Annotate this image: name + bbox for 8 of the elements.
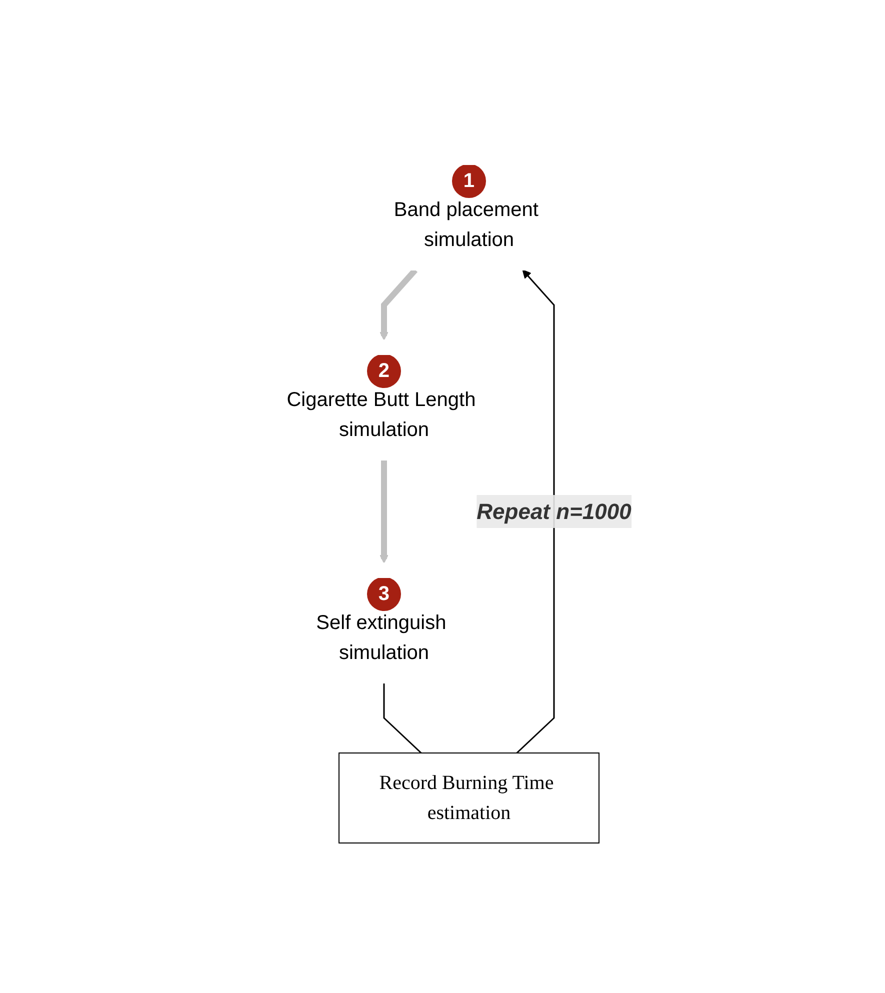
- arrow: [516, 270, 555, 754]
- node-text: 1 Band placement simulation: [394, 170, 538, 251]
- arrow: [379, 460, 388, 564]
- connector: [383, 683, 422, 754]
- node-box: [338, 752, 600, 844]
- node-text: 3 Self extinguish simulation: [316, 582, 446, 664]
- node-text: 2 Cigarette Butt Length simulation: [286, 360, 476, 441]
- arrow: [379, 268, 418, 340]
